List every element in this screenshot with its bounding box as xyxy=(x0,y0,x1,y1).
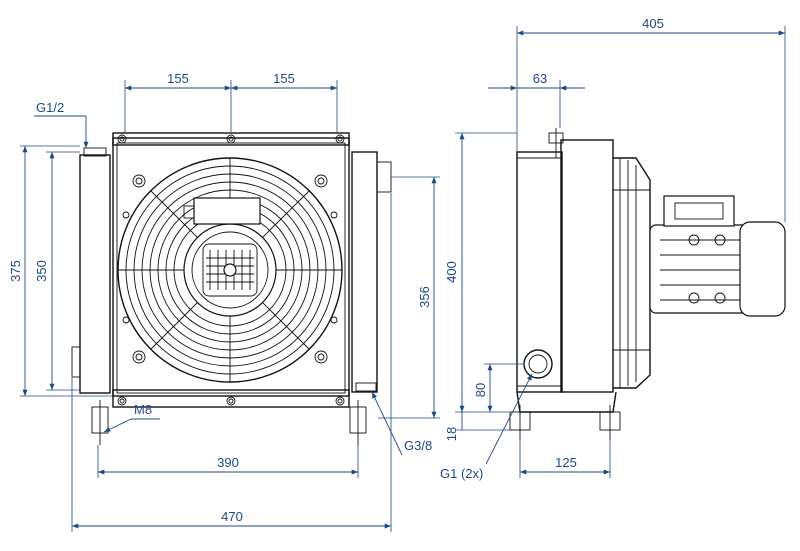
left-tank xyxy=(79,154,111,394)
dim-18: 18 xyxy=(444,427,459,441)
dim-356: 356 xyxy=(417,286,432,308)
side-view xyxy=(509,128,786,440)
front-feet xyxy=(91,400,367,445)
dim-63: 63 xyxy=(533,71,547,86)
label-g38: G3/8 xyxy=(404,438,432,453)
dim-350: 350 xyxy=(34,260,49,282)
front-bottom-flange xyxy=(112,389,350,408)
dim-405: 405 xyxy=(642,16,664,31)
side-body xyxy=(516,151,563,393)
right-tank xyxy=(351,151,378,393)
motor-front xyxy=(183,197,277,317)
label-g12: G1/2 xyxy=(36,100,64,115)
dim-80: 80 xyxy=(473,383,488,397)
dim-155-left: 155 xyxy=(167,71,189,86)
g1-port xyxy=(523,349,553,379)
dim-155-right: 155 xyxy=(273,71,295,86)
dim-400: 400 xyxy=(444,261,459,283)
front-frame xyxy=(112,137,350,397)
side-dimensions: 405 63 400 80 18 G1 (2x) 125 xyxy=(440,16,786,481)
dim-390: 390 xyxy=(217,455,239,470)
label-m8: M8 xyxy=(134,402,152,417)
front-view xyxy=(71,132,392,445)
dim-375: 375 xyxy=(8,260,23,282)
dim-470: 470 xyxy=(221,509,243,524)
front-dimensions: 155 155 G1/2 375 350 356 M8 G3/8 390 xyxy=(8,71,440,532)
label-g1-2x: G1 (2x) xyxy=(440,466,483,481)
motor-side xyxy=(649,195,786,317)
dim-125: 125 xyxy=(555,455,577,470)
